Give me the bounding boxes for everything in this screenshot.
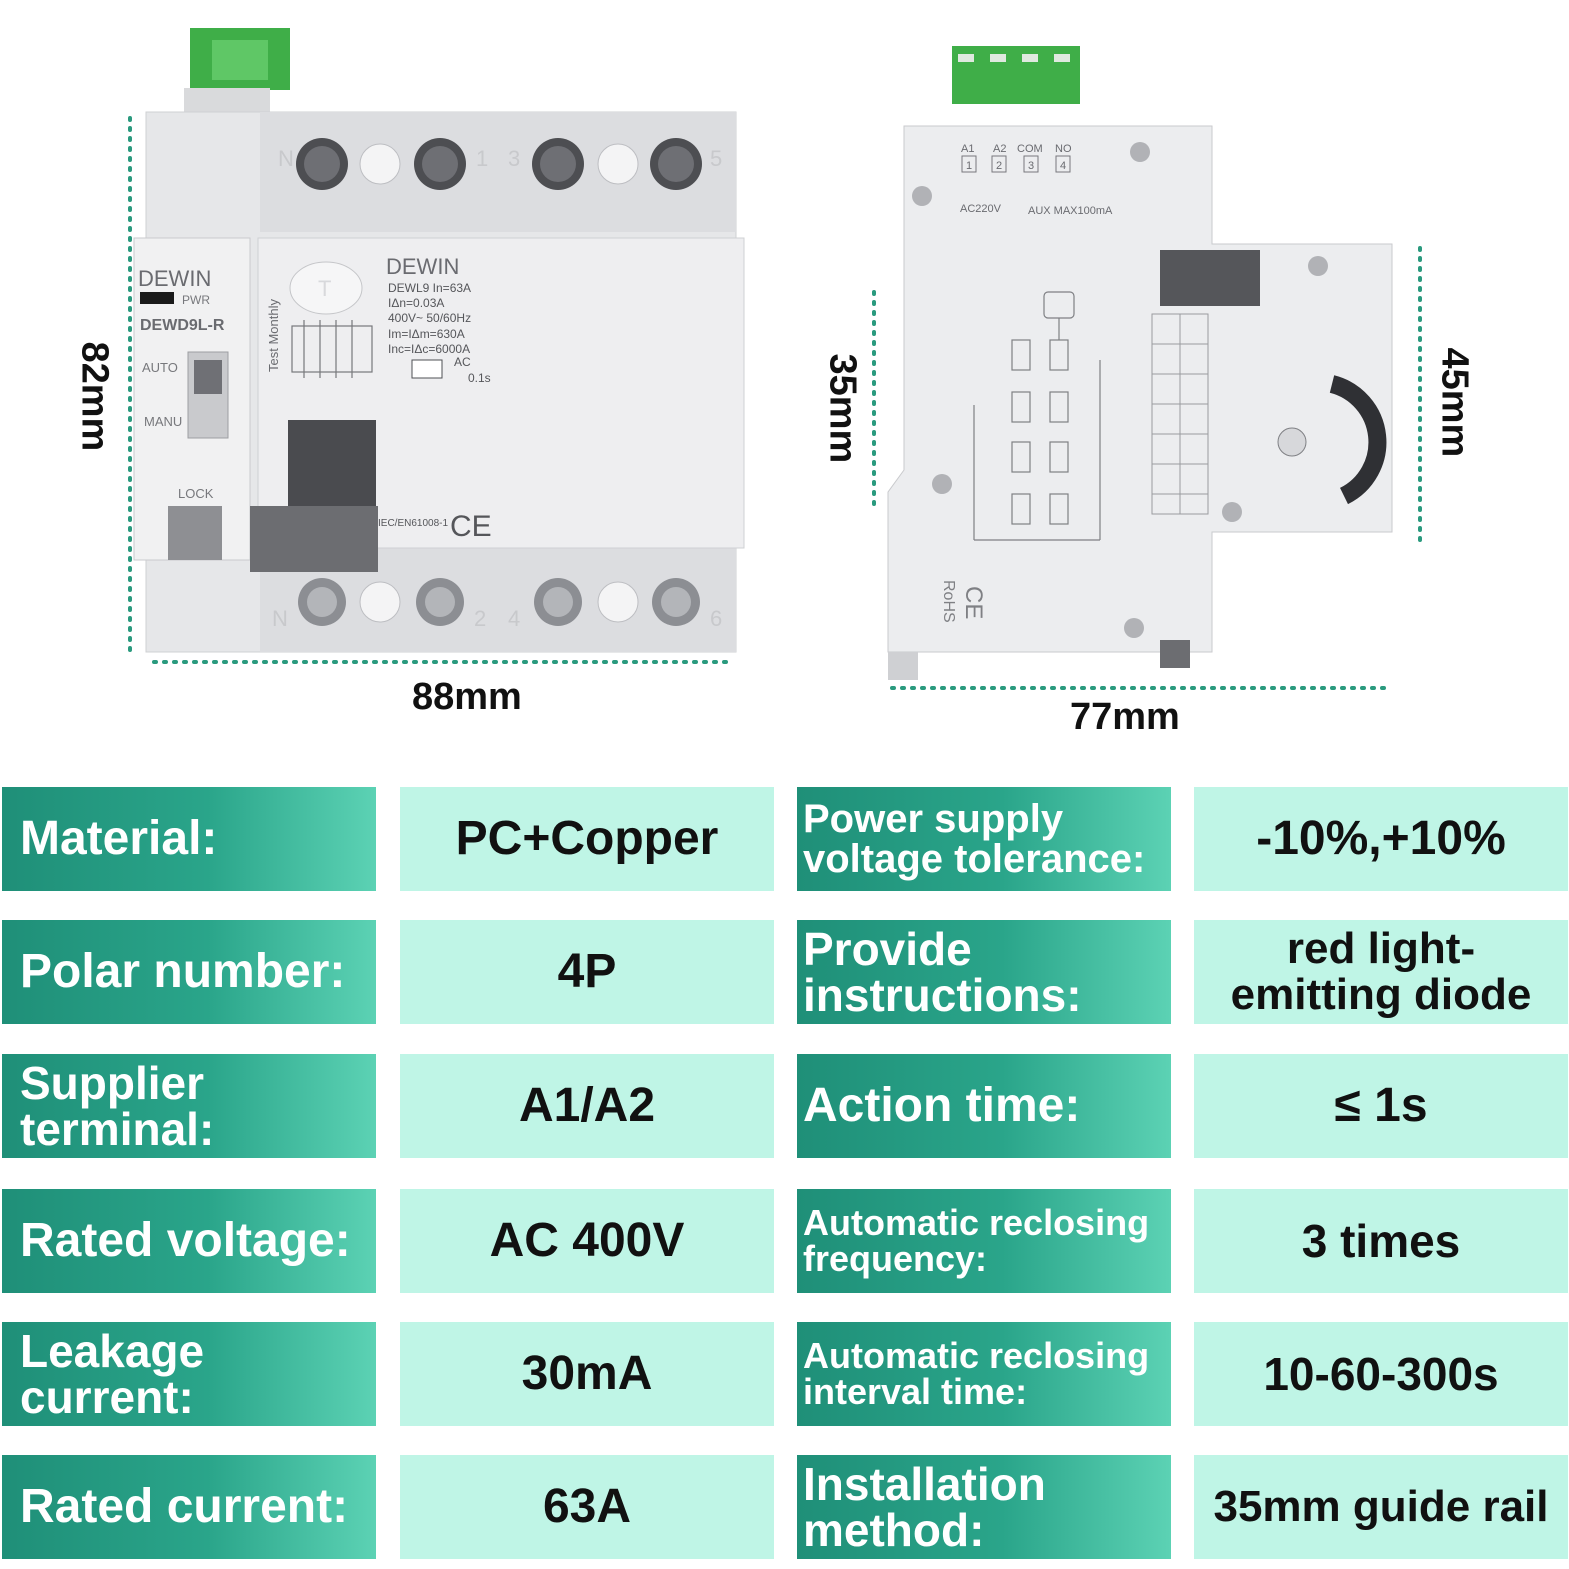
trip-time-label: 0.1s: [468, 371, 491, 385]
spec-label-rated-voltage: Rated voltage:: [2, 1189, 376, 1293]
spec-value-installation-method: 35mm guide rail: [1194, 1455, 1568, 1559]
rcd-handle[interactable]: [250, 506, 378, 572]
ce-mark-front: CE: [450, 510, 492, 543]
side-terminal-num-3: 3: [1028, 160, 1034, 172]
bottom-screws: [298, 578, 700, 626]
width-front-label: 88mm: [412, 676, 522, 718]
lock-slider[interactable]: [168, 506, 222, 560]
side-view-device: A1 A2 COM NO 1 2 3 4 AC220V AUX MAX100mA…: [872, 46, 1422, 690]
height-side-right-label: 45mm: [1433, 347, 1476, 458]
auto-mode-diagram: [973, 291, 1101, 541]
circuit-symbol: [291, 320, 373, 378]
test-button[interactable]: [289, 261, 363, 315]
spec-value-provide-instructions: red light- emitting diode: [1194, 920, 1568, 1024]
width-side-label: 77mm: [1070, 696, 1180, 738]
side-body: [887, 125, 1393, 653]
ce-mark-side: CE: [960, 586, 987, 619]
spec-label-leakage-current: Leakage current:: [2, 1322, 376, 1426]
side-terminal-no: NO: [1055, 143, 1072, 155]
cooperate-table: [1151, 313, 1209, 515]
terminal-label-bottom-6: 6: [710, 606, 722, 631]
terminal-label-top-5: 5: [710, 146, 722, 171]
spec-label-polar-number: Polar number:: [2, 920, 376, 1024]
side-ac-label: AC220V: [960, 203, 1002, 215]
test-button-label: T: [318, 276, 331, 301]
spec-label-provide-instructions: Provide instructions:: [797, 920, 1171, 1024]
side-terminal-com: COM: [1017, 143, 1043, 155]
spec-value-reclosing-frequency: 3 times: [1194, 1189, 1568, 1293]
rcd-spec-3: 400V~ 50/60Hz: [388, 311, 471, 325]
side-terminal-num-4: 4: [1060, 160, 1066, 172]
spec-label-reclosing-interval: Automatic reclosing interval time:: [797, 1322, 1171, 1426]
spec-label-action-time: Action time:: [797, 1054, 1171, 1158]
side-terminal-num-2: 2: [996, 160, 1002, 172]
side-screws: [912, 142, 1328, 638]
spec-value-reclosing-interval: 10-60-300s: [1194, 1322, 1568, 1426]
spec-label-material: Material:: [2, 787, 376, 891]
manu-label: MANU: [144, 414, 182, 429]
terminal-label-top-n: N: [278, 146, 294, 171]
terminal-label-bottom-n: N: [272, 606, 288, 631]
terminal-label-top-1: 1: [476, 146, 488, 171]
rcd-brand: DEWIN: [386, 254, 459, 279]
module-brand: DEWIN: [138, 266, 211, 291]
spec-label-rated-current: Rated current:: [2, 1455, 376, 1559]
side-terminal-a2: A2: [993, 143, 1006, 155]
side-window: [1160, 250, 1260, 306]
spec-value-action-time: ≤ 1s: [1194, 1054, 1568, 1158]
spec-value-voltage-tolerance: -10%,+10%: [1194, 787, 1568, 891]
spec-value-material: PC+Copper: [400, 787, 774, 891]
height-front-label: 82mm: [73, 341, 116, 452]
spec-label-installation-method: Installation method:: [797, 1455, 1171, 1559]
terminal-label-bottom-4: 4: [508, 606, 520, 631]
spec-value-rated-voltage: AC 400V: [400, 1189, 774, 1293]
front-view-device: N 1 3 5 N 2 4 6 DEWIN PWR DEWD9L-R AUTO …: [128, 28, 745, 664]
spec-value-supplier-terminal: A1/A2: [400, 1054, 774, 1158]
spec-label-reclosing-frequency: Automatic reclosing frequency:: [797, 1189, 1171, 1293]
top-screws: [296, 138, 702, 190]
rcd-spec-4: Im=IΔm=630A: [388, 327, 465, 341]
spec-value-polar-number: 4P: [400, 920, 774, 1024]
trip-indicator: [411, 359, 443, 379]
rohs-mark: RoHS: [940, 580, 957, 623]
rcd-spec-1: DEWL9 In=63A: [388, 281, 471, 295]
module-model: DEWD9L-R: [140, 317, 225, 334]
test-monthly-label: Test Monthly: [266, 299, 281, 372]
ac-type-label: AC: [454, 355, 471, 369]
spec-label-supplier-terminal: Supplier terminal:: [2, 1054, 376, 1158]
height-side-left-label: 35mm: [821, 353, 864, 464]
pwr-label: PWR: [182, 293, 210, 307]
side-terminal-num-1: 1: [966, 160, 972, 172]
side-knob[interactable]: [1329, 375, 1387, 505]
side-aux-label: AUX MAX100mA: [1028, 205, 1113, 217]
auto-label: AUTO: [142, 360, 178, 375]
terminal-label-bottom-2: 2: [474, 606, 486, 631]
spec-value-leakage-current: 30mA: [400, 1322, 774, 1426]
lock-label: LOCK: [178, 486, 214, 501]
rcd-spec-5: Inc=IΔc=6000A: [388, 342, 470, 356]
spec-value-rated-current: 63A: [400, 1455, 774, 1559]
pwr-led: [140, 292, 174, 304]
spec-label-voltage-tolerance: Power supply voltage tolerance:: [797, 787, 1171, 891]
standard-label: IEC/EN61008-1: [378, 518, 448, 529]
rcd-spec-2: IΔn=0.03A: [388, 296, 444, 310]
terminal-label-top-3: 3: [508, 146, 520, 171]
side-terminal-a1: A1: [961, 143, 974, 155]
